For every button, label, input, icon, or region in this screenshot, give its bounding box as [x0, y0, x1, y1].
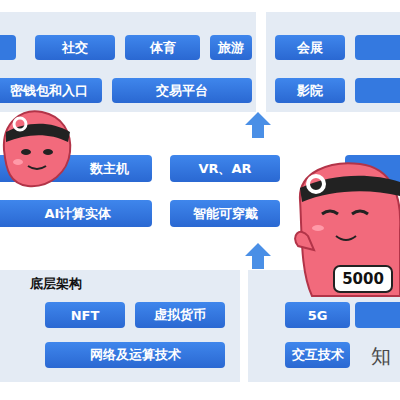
sign-number: 5000: [336, 268, 390, 290]
layer-panel: 底层架构 NFT 虚拟货币网络及运算技术: [0, 270, 240, 382]
box-label: NFT: [71, 308, 100, 323]
feature-box: 网络及运算技术: [45, 342, 225, 368]
box-label: 影院: [297, 82, 323, 100]
feature-box: 交互技术: [285, 342, 350, 368]
feature-box: 虚拟货币: [135, 302, 225, 328]
panel: [0, 12, 256, 112]
feature-box: 旅游: [210, 35, 252, 60]
box-label: 密钱包和入口: [10, 82, 88, 100]
feature-box: 智能可穿戴: [170, 200, 280, 227]
box-label: 虚拟货币: [154, 306, 206, 324]
box-label: 旅游: [218, 39, 244, 57]
box-label: 交互技术: [292, 346, 344, 364]
cut-box: [0, 35, 16, 60]
box-label: 交易平台: [156, 82, 208, 100]
cut-box: [355, 35, 400, 60]
watermark: 知: [368, 343, 394, 369]
box-label: 数主机: [90, 160, 129, 178]
up-arrow: [245, 112, 271, 269]
box-label: 会展: [297, 39, 323, 57]
box-label: 5G: [308, 308, 328, 323]
feature-box: 交易平台: [112, 78, 252, 103]
feature-box: AI计算实体: [0, 200, 152, 227]
feature-box: NFT: [45, 302, 125, 328]
box-label: 体育: [150, 39, 176, 57]
feature-box: VR、AR: [170, 155, 280, 182]
box-label: 社交: [62, 39, 88, 57]
box-label: 网络及运算技术: [90, 346, 181, 364]
cut-box: [345, 155, 400, 182]
cut-box: [355, 302, 400, 328]
box-label: VR、AR: [198, 160, 251, 178]
feature-box: 会展: [275, 35, 345, 60]
cartoon-character: [295, 163, 400, 296]
feature-box: 影院: [275, 78, 345, 103]
feature-box: 5G: [285, 302, 350, 328]
feature-box: 数主机: [0, 155, 152, 182]
box-label: 智能可穿戴: [193, 205, 258, 223]
cut-box: [355, 78, 400, 103]
feature-box: 社交: [35, 35, 115, 60]
box-label: AI计算实体: [45, 205, 112, 223]
feature-box: 密钱包和入口: [0, 78, 102, 103]
feature-box: 体育: [125, 35, 200, 60]
panel-title: 底层架构: [30, 275, 82, 293]
